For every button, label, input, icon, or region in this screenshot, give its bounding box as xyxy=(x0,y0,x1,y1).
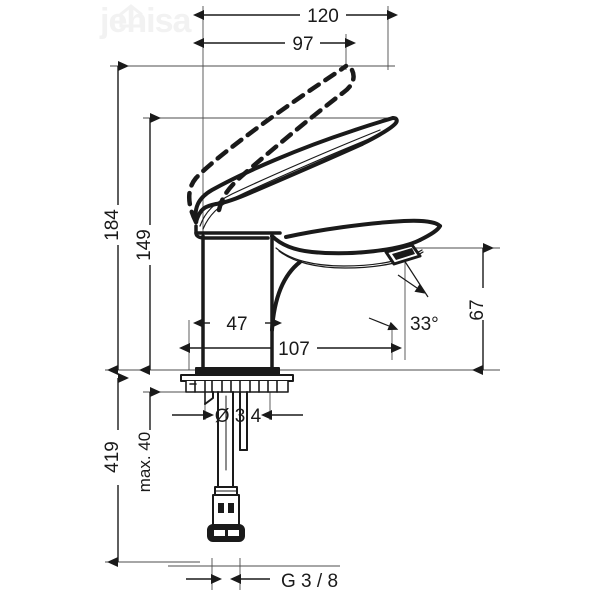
aerator-outlet xyxy=(384,243,422,266)
lever-handle xyxy=(193,116,399,230)
dimension-419: 419 xyxy=(102,373,129,567)
dimension-97: 97 xyxy=(193,34,356,55)
dimension-120-label: 120 xyxy=(307,6,339,27)
dimension-67: 67 xyxy=(467,243,494,375)
dimension-33-degrees: 33° xyxy=(368,259,439,335)
cartridge-cap xyxy=(194,224,282,240)
base-flange xyxy=(180,367,294,382)
dimension-67-label: 67 xyxy=(467,299,488,320)
hose-end-fitting xyxy=(207,486,245,542)
dimension-149: 149 xyxy=(134,113,161,375)
dimension-97-label: 97 xyxy=(292,34,313,55)
dimension-120: 120 xyxy=(193,6,398,27)
dimension-107: 107 xyxy=(179,339,402,360)
dimension-diameter-34: Ø 3 4 xyxy=(172,406,303,427)
dimension-107-label: 107 xyxy=(278,339,310,360)
faucet-drawing xyxy=(180,63,442,542)
dimension-max-40-label: max. 40 xyxy=(135,432,154,492)
dimension-max-40: max. 40 xyxy=(135,387,161,492)
supply-hoses xyxy=(217,391,248,488)
dimension-diameter-34-label: Ø 3 4 xyxy=(215,406,262,427)
spout-shell xyxy=(270,218,442,269)
watermark-logo: jehisa xyxy=(99,2,193,40)
mounting-assembly xyxy=(185,380,289,405)
dimension-33-label: 33° xyxy=(410,314,439,335)
dimension-419-label: 419 xyxy=(102,441,123,473)
dimension-149-label: 149 xyxy=(134,229,155,261)
dimension-184-label: 184 xyxy=(102,209,123,241)
watermark-text: jehisa xyxy=(99,2,192,40)
dimension-184: 184 xyxy=(102,61,129,375)
dimension-g38: G 3 / 8 xyxy=(186,571,338,592)
lever-open-position-dashed xyxy=(187,63,356,225)
dimension-g38-label: G 3 / 8 xyxy=(281,571,338,592)
dimension-47-label: 47 xyxy=(226,314,247,335)
dimension-47: 47 xyxy=(193,314,282,335)
